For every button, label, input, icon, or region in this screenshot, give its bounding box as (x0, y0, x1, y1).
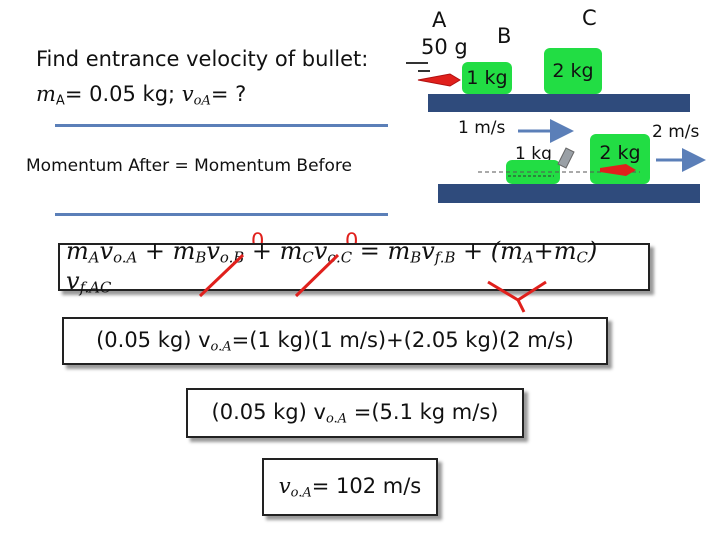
divider-bottom (55, 213, 388, 216)
momentum-equation: mAvo.A + mBvo.B + mCvo.C = mBvf.B + (mA+… (58, 237, 650, 297)
momentum-statement: Momentum After = Momentum Before (26, 156, 352, 176)
velocity-b-label: 1 m/s (458, 118, 506, 138)
equation-text: mAvo.A + mBvo.B + mCvo.C = mBvf.B + (mA+… (66, 237, 598, 297)
answer-text: vo.A= 102 m/s (278, 473, 422, 501)
bullet-before (417, 73, 461, 87)
bullet-line-2 (418, 70, 430, 72)
block-b-after-label: 1 kg (515, 144, 552, 164)
cancel-tail (516, 299, 526, 313)
given-mass-value: = 0.05 kg; (64, 82, 182, 106)
shell-fragment (557, 147, 575, 169)
bullet-line-1 (406, 62, 428, 64)
given-values: mA= 0.05 kg; voA= ? (36, 82, 246, 108)
bullet-embedded (600, 164, 636, 176)
label-c: C (582, 6, 597, 30)
track-after (438, 184, 700, 203)
step1-text: (0.05 kg) vo.A=(1 kg)(1 m/s)+(2.05 kg)(2… (96, 327, 574, 355)
block-b-before: 1 kg (462, 62, 512, 94)
bullet-mass: 50 g (421, 35, 468, 59)
given-v-symbol: v (181, 82, 194, 106)
answer-box: vo.A= 102 m/s (262, 458, 438, 516)
cancel-mark-1 (198, 253, 245, 298)
velocity-c-label: 2 m/s (652, 122, 700, 142)
given-mass-sub: A (55, 93, 65, 109)
problem-prompt: Find entrance velocity of bullet: (36, 47, 369, 71)
cancel-mark-3 (487, 280, 547, 302)
block-c-before: 2 kg (544, 48, 602, 94)
track-before (428, 94, 690, 112)
given-v-sub: oA (193, 93, 211, 109)
step2-box: (0.05 kg) vo.A =(5.1 kg m/s) (186, 388, 524, 438)
divider-top (55, 124, 388, 127)
step1-box: (0.05 kg) vo.A=(1 kg)(1 m/s)+(2.05 kg)(2… (62, 317, 608, 365)
cancel-mark-2 (294, 253, 340, 298)
given-mass-symbol: m (36, 82, 56, 106)
label-a: A (432, 8, 447, 32)
label-b: B (497, 24, 512, 48)
given-v-value: = ? (210, 82, 247, 106)
block-c-after: 2 kg (590, 134, 650, 184)
step2-text: (0.05 kg) vo.A =(5.1 kg m/s) (211, 399, 499, 427)
